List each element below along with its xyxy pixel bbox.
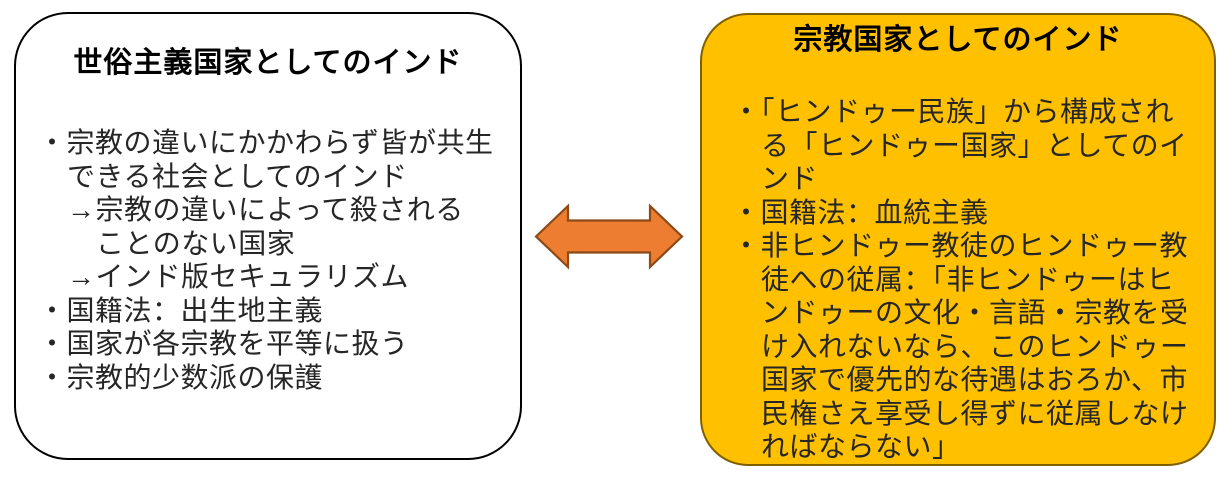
religious-state-box-body: ・「ヒンドゥー民族」から構成される「ヒンドゥー国家」としてのインド・国籍法：血統… — [702, 95, 1214, 464]
text-line: ンド — [761, 163, 819, 194]
text-line: 徒への従属：「非ヒンドゥーはヒ — [761, 263, 1175, 295]
religious-state-box: 宗教国家としてのインド ・「ヒンドゥー民族」から構成される「ヒンドゥー国家」とし… — [700, 13, 1216, 466]
text-line: ・非ヒンドゥー教徒のヒンドゥー教 — [732, 230, 1189, 261]
text-line: る「ヒンドゥー国家」としてのイ — [761, 129, 1188, 161]
religious-state-box-title: 宗教国家としてのインド — [793, 24, 1123, 56]
text-line: ことのない国家 — [96, 227, 296, 259]
text-line: ・国籍法：血統主義 — [732, 196, 989, 228]
text-line: ・「ヒンドゥー民族」から構成され — [732, 96, 1175, 127]
text-line: 民権さえ享受し得ずに従属しなけ — [761, 397, 1189, 429]
text-line: ればならない」 — [761, 431, 961, 462]
secular-state-box: 世俗主義国家としてのインド ・宗教の違いにかかわらず皆が共生できる社会としてのイ… — [14, 12, 522, 460]
text-line: →インド版セキュラリズム — [67, 261, 410, 292]
text-line: ・宗教の違いにかかわらず皆が共生 — [38, 127, 494, 158]
text-line: ンドゥーの文化・言語・宗教を受 — [761, 297, 1189, 328]
text-line: ・宗教的少数派の保護 — [38, 361, 324, 393]
double-headed-arrow-icon — [534, 203, 684, 270]
text-line: け入れないなら、このヒンドゥー — [761, 330, 1189, 362]
text-line: できる社会としてのインド — [67, 160, 408, 192]
text-line: ・国籍法：出生地主義 — [38, 294, 324, 326]
text-line: 国家で優先的な待遇はおろか、市 — [761, 364, 1188, 395]
secular-state-box-body: ・宗教の違いにかかわらず皆が共生できる社会としてのインド→宗教の違いによって殺さ… — [16, 126, 520, 394]
text-line: →宗教の違いによって殺される — [67, 194, 464, 225]
secular-state-box-title: 世俗主義国家としてのインド — [73, 47, 463, 79]
text-line: ・国家が各宗教を平等に扱う — [38, 328, 409, 359]
